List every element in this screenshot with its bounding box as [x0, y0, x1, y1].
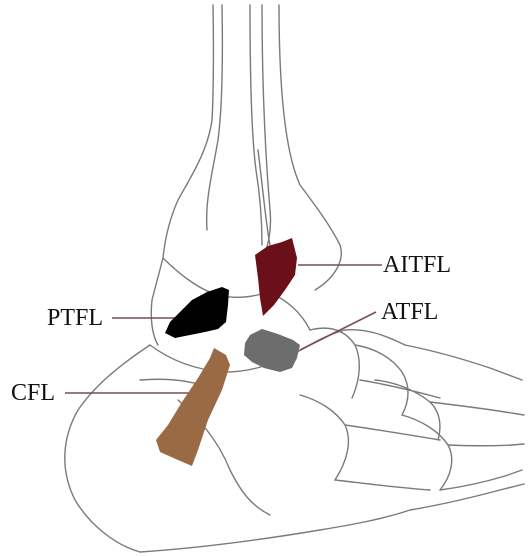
ptfl-ligament: [165, 287, 229, 338]
metatarsal-2: [430, 402, 524, 415]
calcaneus-outline: [65, 345, 150, 552]
navicular-outline: [310, 328, 359, 398]
metatarsal-1: [405, 345, 522, 380]
aitfl-label: AITFL: [383, 253, 451, 277]
talus-body: [292, 330, 405, 355]
tibia-shaft-line: [207, 5, 223, 230]
metatarsal-3: [448, 444, 524, 446]
atfl-label: ATFL: [381, 300, 438, 324]
cuneiform-3: [402, 415, 452, 490]
cfl-label: CFL: [11, 381, 55, 405]
bone-outlines: [65, 5, 524, 552]
calcaneus-base: [140, 510, 410, 552]
atfl-ligament: [244, 329, 300, 372]
tibia-lateral-outline: [250, 5, 262, 245]
metatarsal-lines: [335, 380, 440, 490]
metatarsal-5: [410, 484, 524, 510]
aitfl-ligament: [255, 238, 297, 316]
ptfl-label: PTFL: [47, 306, 103, 330]
cuboid-outline: [300, 395, 348, 480]
